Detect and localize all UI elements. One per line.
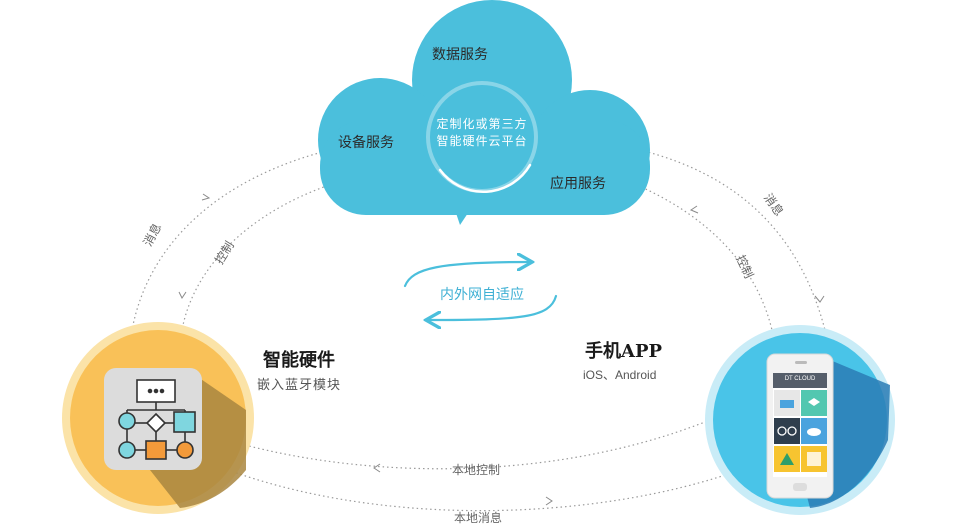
orbit-chevrons bbox=[178, 193, 825, 506]
left-inner-path bbox=[181, 179, 346, 331]
arrow-right-icon bbox=[403, 262, 530, 288]
local-control-label: 本地控制 bbox=[452, 463, 501, 477]
bottom-inner-path bbox=[244, 419, 711, 470]
orbit-lines bbox=[131, 149, 826, 512]
adaptive-arrows bbox=[403, 262, 558, 320]
local-message-label: 本地消息 bbox=[454, 511, 503, 524]
platform-title-line2: 智能硬件云平台 bbox=[436, 134, 528, 148]
app-tiles bbox=[774, 390, 827, 472]
right-message-label: 消息 bbox=[760, 190, 787, 219]
phone-node bbox=[705, 325, 895, 515]
chevron-right-outer bbox=[814, 295, 825, 303]
adaptive-label: 内外网自适应 bbox=[440, 286, 524, 302]
cloud-shape bbox=[318, 0, 650, 225]
phone-subtitle: iOS、Android bbox=[583, 368, 657, 382]
bottom-outer-path bbox=[214, 464, 741, 512]
left-control-label: 控制 bbox=[212, 238, 237, 267]
right-control-label: 控制 bbox=[733, 252, 756, 281]
phone-screen-header: DT CLOUD bbox=[784, 376, 816, 382]
hardware-subtitle: 嵌入蓝牙模块 bbox=[257, 378, 342, 393]
data-service-label: 数据服务 bbox=[432, 46, 488, 62]
app-service-label: 应用服务 bbox=[550, 175, 606, 191]
phone-title: 手机APP bbox=[585, 341, 663, 362]
chevron-local-message bbox=[545, 496, 553, 506]
chevron-right-inner bbox=[689, 205, 699, 214]
hardware-title: 智能硬件 bbox=[263, 350, 335, 370]
arrow-left-icon bbox=[428, 294, 558, 320]
chevron-left-outer bbox=[201, 193, 211, 201]
right-inner-path bbox=[624, 179, 773, 331]
left-message-label: 消息 bbox=[140, 220, 165, 249]
platform-title-line1: 定制化或第三方 bbox=[436, 117, 528, 131]
device-service-label: 设备服务 bbox=[338, 134, 394, 150]
center-ring bbox=[426, 81, 538, 193]
chevron-left-inner bbox=[178, 291, 187, 299]
hardware-node bbox=[62, 322, 254, 514]
platform-title: 定制化或第三方 智能硬件云平台 bbox=[432, 116, 532, 150]
chevron-local-control bbox=[373, 463, 381, 473]
flowchart-icon bbox=[118, 379, 196, 460]
